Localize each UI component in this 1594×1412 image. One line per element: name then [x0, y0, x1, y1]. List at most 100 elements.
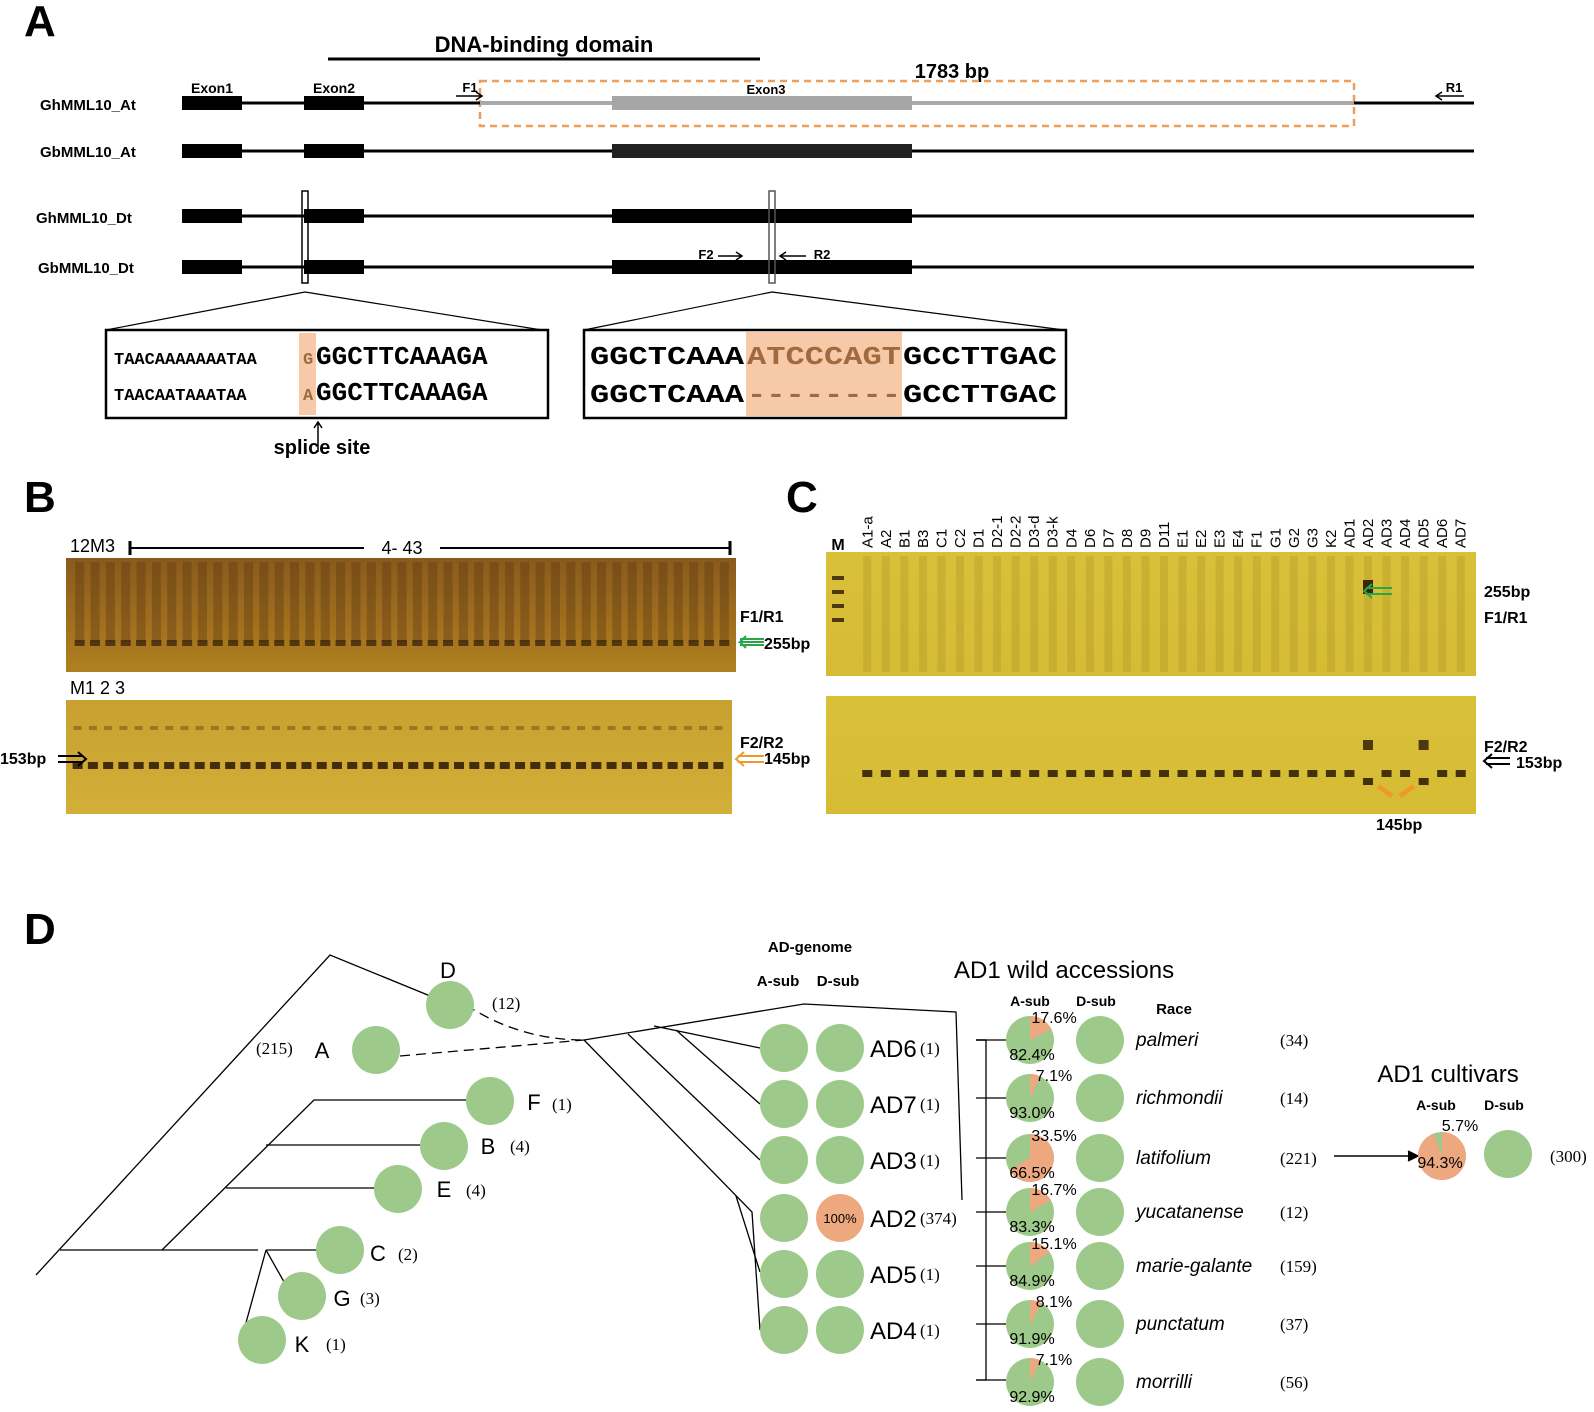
race-a-sub-pie-orange — [1030, 1188, 1051, 1212]
c-top-lane — [1456, 556, 1465, 672]
gel-b-top-band — [105, 640, 116, 646]
gel-b-top-lane — [75, 562, 85, 642]
gel-b-bottom-band — [713, 762, 724, 769]
clade-circle-d — [426, 981, 474, 1029]
gel-b-bottom-upper-band — [317, 726, 326, 730]
gel-b-bottom-band — [698, 762, 709, 769]
gel-b-bottom-upper-band — [195, 726, 204, 730]
gel-b-bottom-upper-band — [592, 726, 601, 730]
c-lane-label: K2 — [1323, 530, 1340, 548]
c-top-primer: F1/R1 — [1484, 610, 1528, 627]
c-lane-label: AD5 — [1416, 519, 1433, 548]
race-a-sub-pie-orange — [1030, 1074, 1041, 1098]
gel-b-top-band — [642, 640, 653, 646]
c-top-lane — [1289, 556, 1298, 672]
primer-r2-label: R2 — [814, 247, 831, 262]
gel-b-bottom-upper-band — [256, 726, 265, 730]
c-bottom-band — [880, 770, 891, 777]
ad-a-sub-circle — [760, 1194, 808, 1242]
gel-b-top-band — [688, 640, 699, 646]
race-orange-label: 7.1% — [1036, 1352, 1072, 1369]
c-top-lane — [881, 556, 890, 672]
gel-b-bottom-upper-band — [546, 726, 555, 730]
exon2-label: Exon2 — [313, 80, 355, 96]
clade-circle-k — [238, 1316, 286, 1364]
c-bottom-band — [955, 770, 965, 777]
c-top-arrow — [1362, 583, 1392, 599]
gel-b-bottom-band — [133, 762, 144, 769]
cultivars-d-sub-header: D-sub — [1484, 1097, 1524, 1113]
race-green-label: 84.9% — [1009, 1273, 1054, 1290]
indel-row1-insert: ATCCCAGT — [747, 342, 901, 372]
exon2-block — [304, 96, 364, 110]
c-top-lane — [1438, 556, 1447, 672]
gel-b-top-lane — [305, 562, 315, 642]
ad-species-name: AD5 — [870, 1262, 917, 1289]
panel-d: D — [24, 905, 1587, 1406]
gel-b-top-band — [443, 640, 454, 646]
gel-b-top — [66, 558, 736, 672]
gel-b-top-lane — [412, 562, 422, 642]
c-lane-label: C1 — [933, 529, 950, 548]
b-bottom-left-band: 153bp — [0, 751, 46, 768]
gel-b-bottom-band — [499, 762, 510, 769]
c-top-lane — [1382, 556, 1391, 672]
wild-title: AD1 wild accessions — [954, 957, 1174, 984]
gel-b-bottom-upper-band — [668, 726, 677, 730]
gel-b-bottom-upper-band — [180, 726, 189, 730]
gel-b-bottom-band — [148, 762, 159, 769]
cultivars-d-sub-circle — [1484, 1130, 1532, 1178]
gel-b-top-band — [228, 640, 239, 646]
panel-label-b: B — [24, 473, 56, 522]
gel-b-top-lane — [259, 562, 269, 642]
b-top-band: 255bp — [764, 636, 810, 653]
c-lane-label: AD4 — [1397, 519, 1414, 548]
ad-species-name: AD7 — [870, 1092, 917, 1119]
exon2-block-2 — [304, 144, 364, 158]
primer-r1-label: R1 — [1446, 80, 1463, 95]
c-marker-band — [832, 604, 844, 608]
c-bottom-orange-arrows — [1376, 783, 1416, 799]
gel-b-bottom-band — [530, 762, 541, 769]
clade-circle-b — [420, 1122, 468, 1170]
gel-b-top-lane — [351, 562, 361, 642]
race-a-sub-pie-orange — [1009, 1134, 1054, 1182]
gel-b-bottom-upper-band — [561, 726, 570, 730]
gel-b-bottom-upper-band — [424, 726, 433, 730]
c-bottom-band — [1325, 770, 1336, 777]
gel-b-bottom-upper-band — [622, 726, 631, 730]
race-green-label: 82.4% — [1009, 1047, 1054, 1064]
gel-b-top-band — [335, 640, 346, 646]
gel-b-top-band — [74, 640, 85, 646]
race-d-sub-circle — [1076, 1242, 1124, 1290]
c-lane-label: D7 — [1100, 529, 1117, 548]
clade-name-a: A — [315, 1038, 330, 1063]
panel-label-a: A — [24, 0, 56, 46]
race-d-sub-circle — [1076, 1188, 1124, 1236]
gel-b-top-band — [611, 640, 622, 646]
exon1-block-4 — [182, 260, 242, 274]
gel-b-top-lane — [213, 562, 223, 642]
gel-b-bottom-band — [225, 762, 236, 769]
gel-b-bottom-band — [347, 762, 358, 769]
primer-f1-arrow — [456, 91, 484, 101]
gel-b-top-band — [550, 640, 561, 646]
ad-species-name: AD6 — [870, 1036, 917, 1063]
clade-count-a: (215) — [256, 1039, 293, 1058]
gel-b-top-lane — [489, 562, 499, 642]
ad-d-sub-circle — [816, 1136, 864, 1184]
c-bottom-band — [1307, 770, 1318, 777]
gel-b-top-band — [565, 640, 576, 646]
gel-b-bottom-band — [87, 762, 98, 769]
gel-b-bottom-upper-band — [88, 726, 97, 730]
gel-b-top-band — [427, 640, 438, 646]
exon1-label: Exon1 — [191, 80, 233, 96]
gel-b-bottom-upper-band — [516, 726, 525, 730]
ad-d-sub-circle — [816, 1080, 864, 1128]
c-top-lane — [1326, 556, 1335, 672]
gel-c-bottom — [826, 696, 1476, 814]
gel-b-bottom-upper-band — [470, 726, 479, 730]
gel-b-bottom — [66, 700, 732, 814]
c-bottom-band — [1029, 770, 1040, 777]
